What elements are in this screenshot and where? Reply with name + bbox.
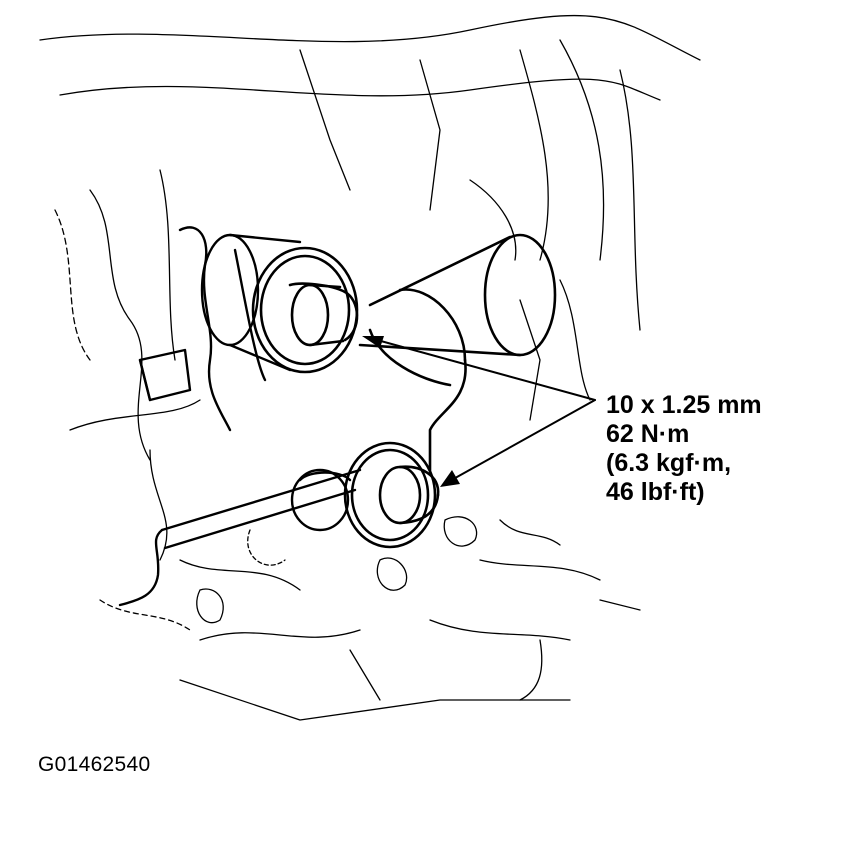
callout-leaders — [369, 337, 596, 483]
torque-specification: 10 x 1.25 mm 62 N·m (6.3 kgf·m, 46 lbf·f… — [606, 391, 762, 507]
callout-arrowheads — [362, 336, 460, 487]
torque-nm-label: 62 N·m — [606, 420, 690, 448]
mount-tube — [358, 233, 557, 472]
upper-bushing — [200, 233, 302, 372]
upper-arrowhead — [362, 336, 384, 348]
torque-lbfft-label: 46 lbf·ft) — [606, 478, 705, 506]
upper-bolt — [251, 246, 359, 374]
lower-bolt — [343, 441, 440, 549]
torque-kgfm-label: (6.3 kgf·m, — [606, 449, 732, 477]
bolt-size-label: 10 x 1.25 mm — [606, 391, 762, 419]
background-casting-lines — [39, 14, 701, 721]
bracket-body — [118, 226, 362, 607]
figure-id: G01462540 — [38, 753, 151, 776]
lower-arrowhead — [440, 470, 460, 487]
